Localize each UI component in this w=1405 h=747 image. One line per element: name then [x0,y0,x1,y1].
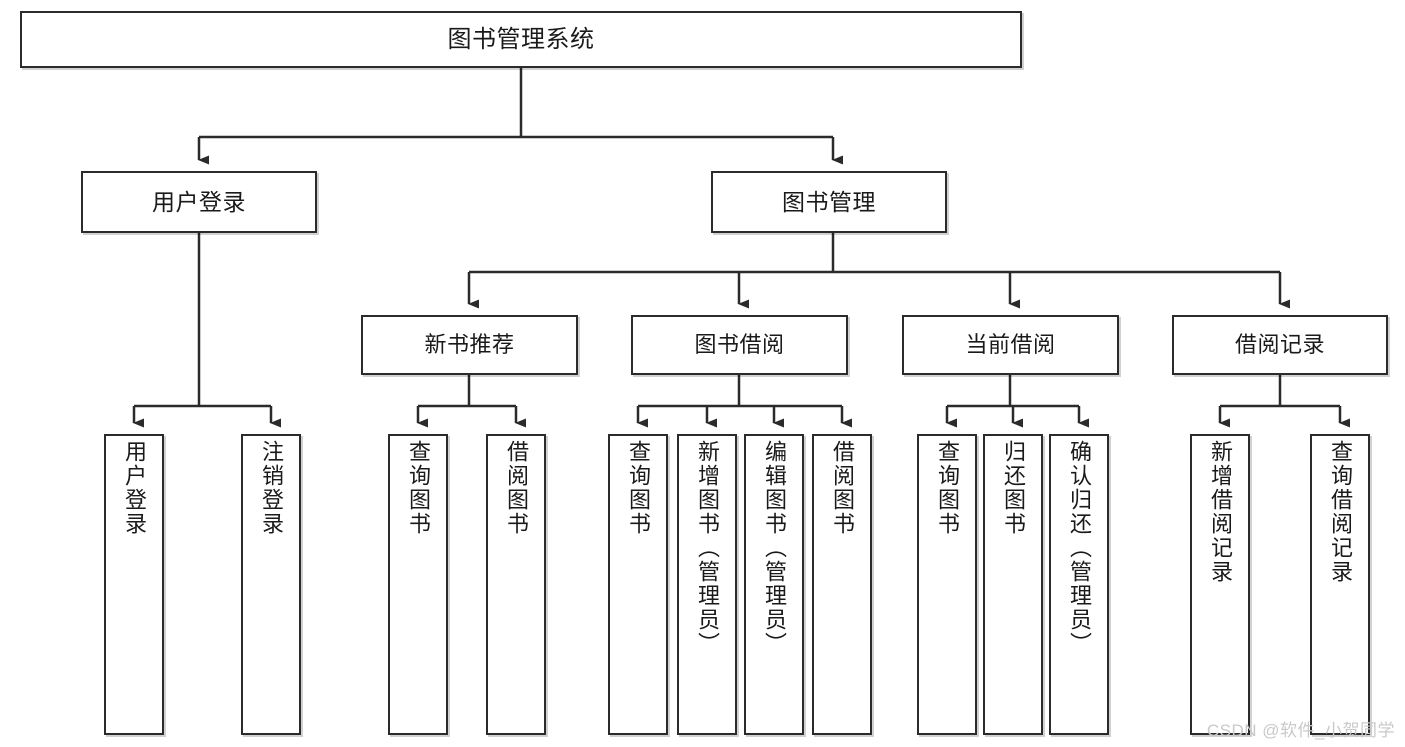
leaf-node[interactable]: 编辑图书（管理员） [744,434,804,735]
leaf-node[interactable]: 查询图书 [917,434,977,735]
leaf-node-label: 新增图书（管理员） [694,440,720,656]
leaf-node[interactable]: 新增图书（管理员） [677,434,737,735]
leaf-node-label: 查询图书 [405,440,431,536]
node-user-login[interactable]: 用户登录 [81,171,317,233]
leaf-node-label: 借阅图书 [503,440,529,536]
node-book-borrow[interactable]: 图书借阅 [631,315,848,375]
leaf-node[interactable]: 用户登录 [104,434,164,735]
leaf-node-label: 借阅图书 [829,440,855,536]
leaf-node-label: 用户登录 [121,440,147,536]
node-book-management[interactable]: 图书管理 [711,171,947,233]
node-new-book-recommend-label: 新书推荐 [424,332,515,358]
leaf-node[interactable]: 确认归还（管理员） [1049,434,1109,735]
leaf-node[interactable]: 借阅图书 [812,434,872,735]
node-root[interactable]: 图书管理系统 [20,11,1022,68]
leaf-node-label: 查询图书 [625,440,651,536]
leaf-node[interactable]: 归还图书 [983,434,1043,735]
leaf-node[interactable]: 新增借阅记录 [1190,434,1250,735]
node-book-management-label: 图书管理 [782,188,876,215]
connectors [132,68,1350,428]
node-user-login-label: 用户登录 [152,188,246,215]
node-root-label: 图书管理系统 [447,25,595,53]
leaf-node-label: 编辑图书（管理员） [761,440,787,656]
leaf-node[interactable]: 查询图书 [388,434,448,735]
leaf-node-label: 归还图书 [1000,440,1026,536]
leaf-node-label: 查询图书 [934,440,960,536]
node-borrow-record-label: 借阅记录 [1234,332,1325,358]
node-new-book-recommend[interactable]: 新书推荐 [361,315,578,375]
leaf-node-label: 确认归还（管理员） [1066,440,1092,656]
node-current-borrow[interactable]: 当前借阅 [902,315,1119,375]
leaf-node[interactable]: 借阅图书 [486,434,546,735]
leaf-node-label: 新增借阅记录 [1207,440,1233,584]
leaf-node-label: 注销登录 [258,440,284,536]
node-book-borrow-label: 图书借阅 [694,332,785,358]
leaf-node[interactable]: 注销登录 [241,434,301,735]
leaf-node[interactable]: 查询图书 [608,434,668,735]
leaf-node-label: 查询借阅记录 [1327,440,1353,584]
leaf-node[interactable]: 查询借阅记录 [1310,434,1370,735]
node-borrow-record[interactable]: 借阅记录 [1172,315,1388,375]
node-current-borrow-label: 当前借阅 [965,332,1056,358]
